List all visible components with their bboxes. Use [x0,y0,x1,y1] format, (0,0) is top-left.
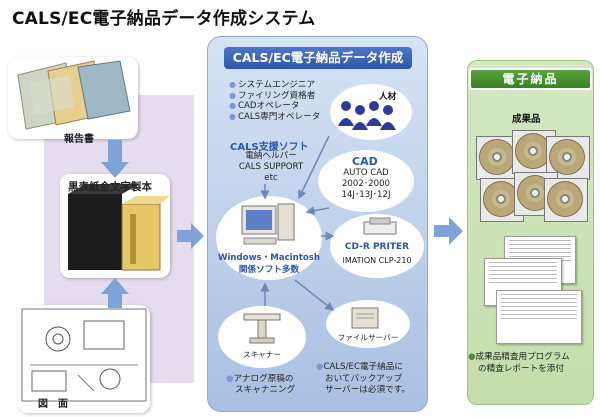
software-list: 電納ヘルパー CALS SUPPORT etc [224,151,318,184]
staff-list: システムエンジニア ファイリング資格者 CADオペレータ CALS専門オペレータ [229,80,320,122]
drawings-card [18,305,150,413]
arrow-up-icon [101,278,129,308]
binding-label: 黒表紙金文字製本 [68,181,152,193]
printer-title: CD-R PRITER [344,242,410,252]
cad-title: CAD [352,155,378,168]
software-title: CALS支援ソフト [230,142,309,153]
backup-note-line: おいてバックアップ [325,373,403,384]
scanner-label: スキャナー [243,350,281,359]
right-panel [467,60,594,405]
drawings-image [21,308,147,402]
computer-icon [241,203,295,245]
staff-item: システムエンジニア [229,80,320,91]
backup-note-line: サーバーは必須です。 [325,385,410,395]
server-icon [351,307,379,329]
scan-note: ●アナログ原稿の スキャナニング [226,374,296,395]
arrow-right-icon [434,217,463,245]
people-icon [338,101,396,130]
cd-stack-image [474,126,590,226]
scan-note-line: アナログ原稿の [233,374,294,384]
scanner-icon [243,313,281,344]
staff-item: ファイリング資格者 [229,91,320,102]
bound-books-image [68,184,170,271]
staff-bubble [330,84,412,140]
pc-label-line1: Windows・Macintosh [217,253,320,263]
pc-label-line2: 関係ソフト多数 [238,265,300,275]
scan-note-line: スキャナニング [235,385,296,395]
file-server-label: ファイルサーバー [337,333,399,342]
reports-books-image [17,60,131,130]
printer-model: IMATION CLP-210 [342,256,412,265]
arrow-down-icon [101,140,129,178]
cad-item: 14J･13J･12J [341,190,391,200]
reports-label: 報告書 [64,134,94,145]
cad-item: AUTO CAD [343,168,389,178]
staff-label: 人材 [379,92,397,102]
cad-item: 2002･2000 [341,179,391,189]
right-note: ●成果品精査用プログラム の精査レポートを添付 [468,352,570,374]
right-panel-title-text: 電子納品 [471,70,590,88]
cad-bubble [318,150,414,212]
staff-item: CALS専門オペレータ [229,112,320,123]
drawings-label: 図 面 [38,399,68,410]
binding-card [60,174,170,278]
cad-list: AUTO CAD 2002･2000 14J･13J･12J [320,168,412,201]
report-sheets-image [478,236,588,346]
page-title: CALS/EC電子納品データ作成システム [12,9,316,29]
backup-note-line: CALS/EC電子納品に [323,362,403,372]
deliverables-label: 成果品 [512,114,541,125]
printer-icon [363,217,397,235]
software-item: 電納ヘルパー [245,151,297,161]
software-item: etc [264,173,278,183]
staff-item: CADオペレータ [229,101,320,112]
backup-note: ●CALS/EC電子納品に おいてバックアップ サーバーは必須です。 [316,362,410,395]
right-note-line: の精査レポートを添付 [478,364,564,374]
center-panel-title: CALS/EC電子納品データ作成 [224,47,412,69]
reports-card [8,57,138,139]
right-panel-title: 電子納品 [469,68,592,90]
arrow-right-icon [177,223,204,249]
connector-arrows [260,135,335,311]
software-item: CALS SUPPORT [238,162,304,172]
right-note-line: 成果品精査用プログラム [475,352,570,362]
